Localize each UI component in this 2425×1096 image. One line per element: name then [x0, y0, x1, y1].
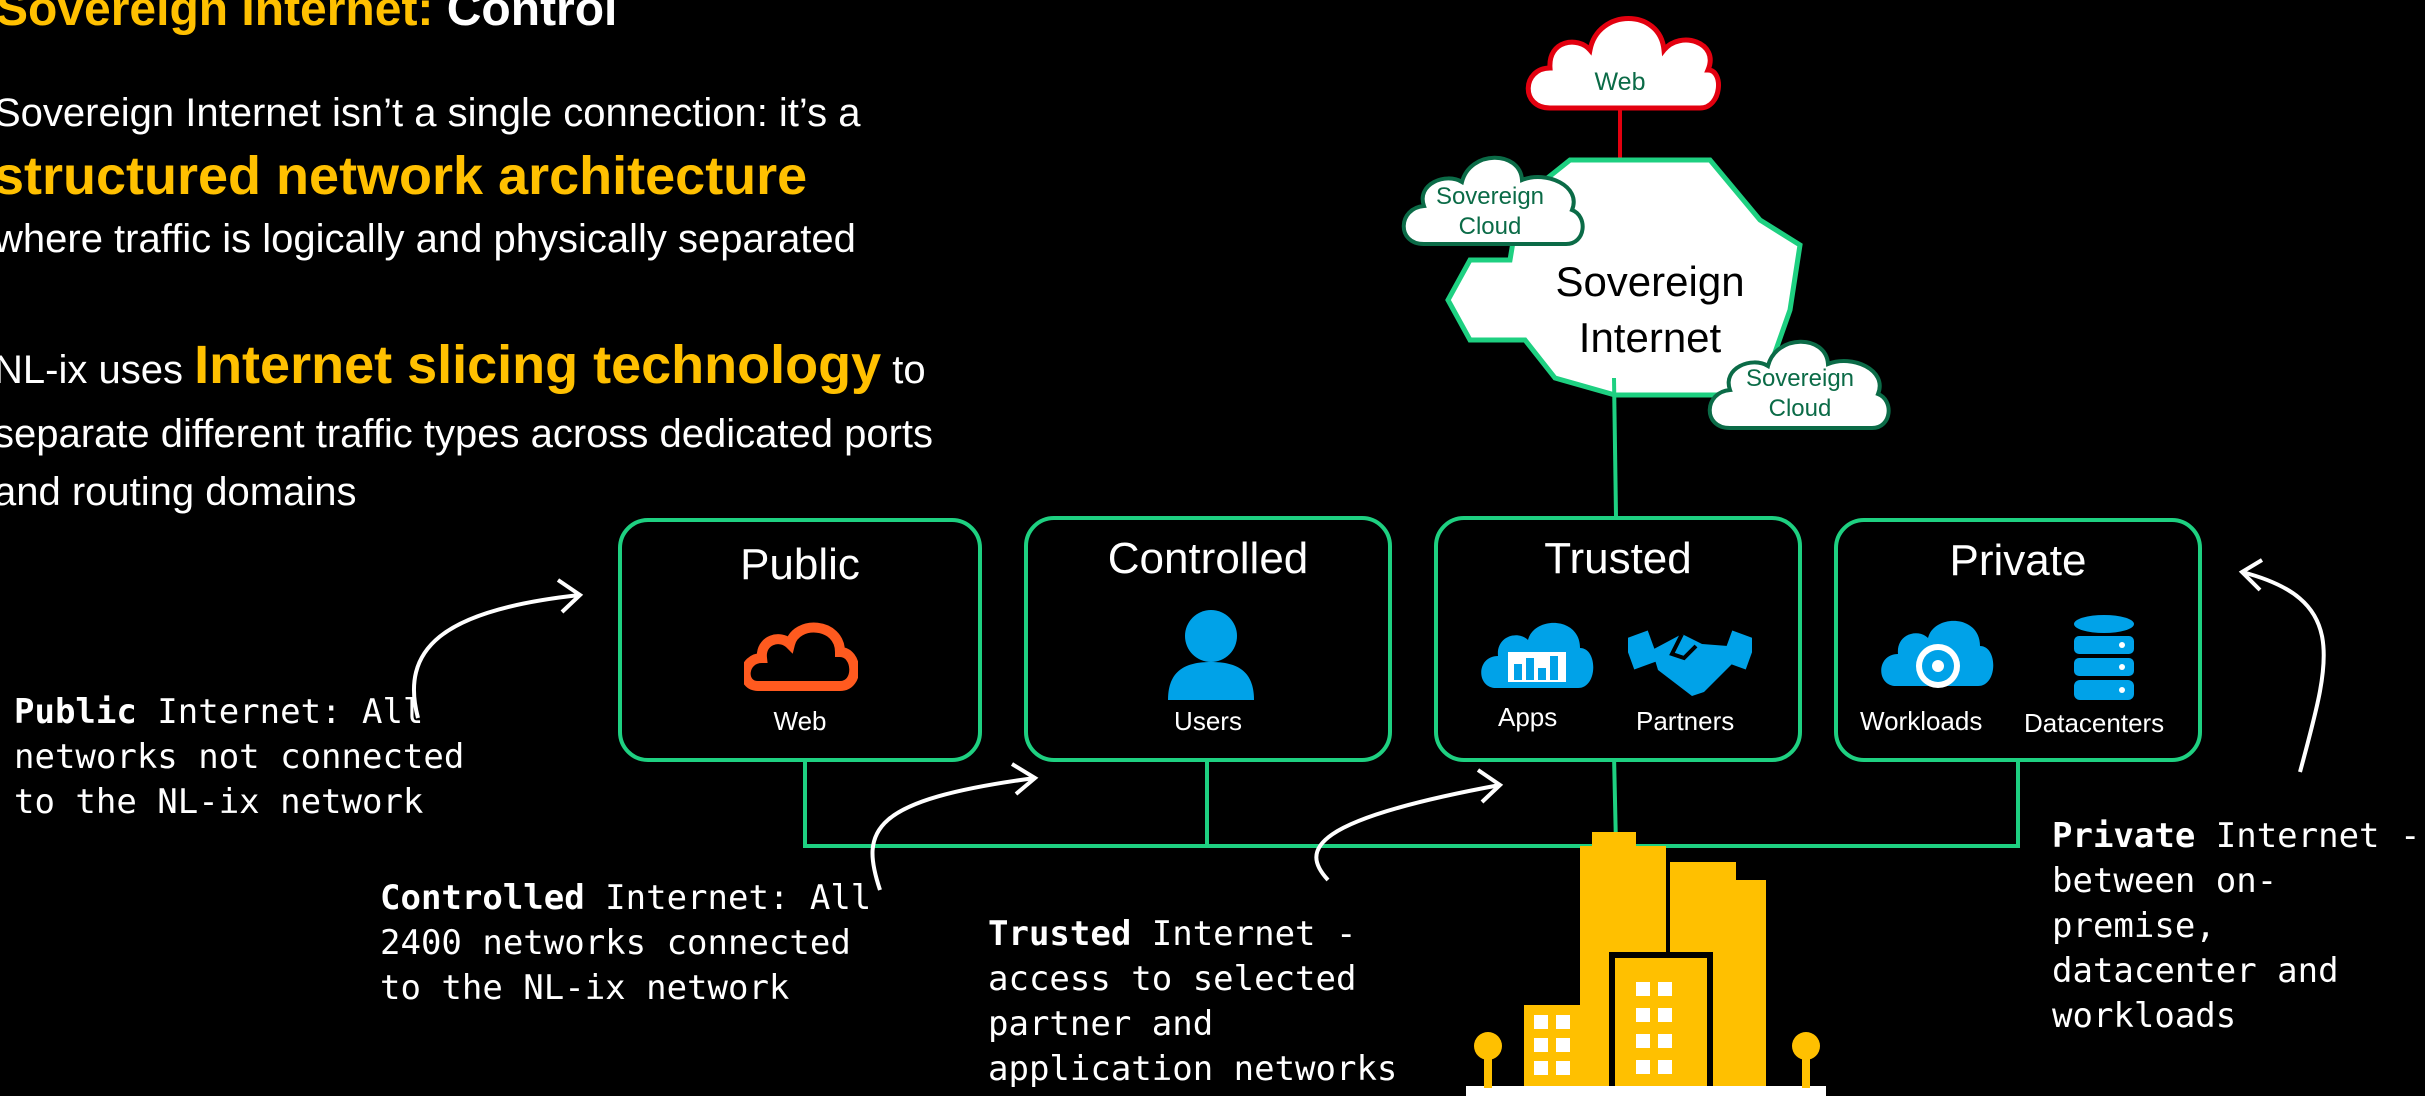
partners-icon-label: Partners: [1636, 706, 1735, 736]
private-arrow: [2241, 570, 2326, 773]
web-icon-label: Web: [773, 706, 827, 736]
web-cloud-shape: [1525, 16, 1721, 111]
apps-icon-label: Apps: [1498, 702, 1558, 732]
private-note-bold: Private: [2052, 816, 2196, 856]
apps-cloud-icon: [1481, 622, 1594, 688]
intro-line-1: Sovereign Internet isn’t a single connec…: [0, 91, 861, 135]
workloads-icon-label: Workloads: [1860, 706, 1983, 736]
sovereign-internet-line-1: Sovereign: [1555, 258, 1745, 305]
trusted-arrow: [1314, 783, 1501, 882]
sovereign-cloud-b-line-2: Cloud: [1768, 395, 1832, 422]
trusted-box: Trusted Apps Partners: [1434, 516, 1802, 762]
page-title: Sovereign Internet: Control: [0, 0, 617, 37]
trusted-note-l4: application networks: [988, 1049, 1398, 1089]
public-box: Public Web: [618, 518, 982, 762]
slicing-suffix: to: [881, 348, 926, 392]
slicing-line-3: and routing domains: [0, 470, 357, 514]
public-note-bold: Public: [14, 692, 137, 732]
private-box: Private Workloads Datacenters: [1834, 518, 2202, 762]
public-arrow: [412, 593, 581, 719]
public-title: Public: [740, 540, 860, 589]
private-note-l3: premise,: [2052, 906, 2216, 946]
sovereign-internet-line-2: Internet: [1578, 314, 1722, 361]
public-note-l3: to the NL-ix network: [14, 782, 424, 822]
city-icon: [1466, 832, 1826, 1096]
intro-emphasis: structured network architecture: [0, 146, 808, 206]
sovereign-cloud-b-label: Sovereign Cloud: [1730, 364, 1870, 424]
controlled-note-l3: to the NL-ix network: [380, 968, 790, 1008]
private-note-l5: workloads: [2052, 996, 2237, 1036]
private-note-l1: Internet -: [2195, 816, 2421, 856]
title-highlight: Sovereign Internet:: [0, 0, 434, 36]
controlled-note-bold: Controlled: [380, 878, 585, 918]
trusted-title: Trusted: [1544, 534, 1692, 583]
controlled-box: Controlled Users: [1024, 516, 1392, 762]
sovereign-internet-label: Sovereign Internet: [1520, 254, 1780, 366]
database-icon: [2074, 615, 2134, 700]
trusted-note: Trusted Internet - access to selected pa…: [988, 912, 1397, 1092]
bus-line: [803, 755, 2020, 848]
private-note-l4: datacenter and: [2052, 951, 2339, 991]
handshake-icon: [1628, 630, 1752, 696]
web-cloud-label: Web: [1594, 68, 1646, 96]
private-note: Private Internet - between on- premise, …: [2052, 814, 2420, 1039]
slicing-text: NL-ix uses Internet slicing technology t…: [0, 330, 933, 521]
public-note-l1: Internet: All: [136, 692, 424, 732]
private-note-l2: between on-: [2052, 861, 2278, 901]
trusted-note-l3: partner and: [988, 1004, 1214, 1044]
controlled-title: Controlled: [1107, 534, 1309, 583]
trusted-note-bold: Trusted: [988, 914, 1132, 954]
slicing-emphasis: Internet slicing technology: [194, 335, 882, 395]
public-note-l2: networks not connected: [14, 737, 465, 777]
public-note: Public Internet: All networks not connec…: [14, 690, 464, 825]
slicing-line-2: separate different traffic types across …: [0, 412, 934, 456]
gear-cloud-icon: [1881, 620, 1994, 688]
user-icon: [1168, 610, 1254, 700]
sovereign-cloud-a-shape: [1401, 155, 1585, 246]
sovereign-cloud-a-line-2: Cloud: [1458, 213, 1522, 240]
slicing-prefix: NL-ix uses: [0, 348, 195, 392]
users-icon-label: Users: [1174, 706, 1242, 736]
controlled-note-l2: 2400 networks connected: [380, 923, 851, 963]
intro-line-3: where traffic is logically and physicall…: [0, 217, 856, 261]
sovereign-cloud-b-line-1: Sovereign: [1745, 365, 1855, 392]
intro-text: Sovereign Internet isn’t a single connec…: [0, 84, 860, 268]
sovereign-cloud-b-shape: [1707, 339, 1891, 430]
controlled-arrow: [870, 776, 1036, 891]
web-cloud-icon: [744, 622, 858, 691]
trusted-note-l1: Internet -: [1131, 914, 1357, 954]
private-title: Private: [1949, 536, 2087, 585]
controlled-note-l1: Internet: All: [584, 878, 872, 918]
title-rest: Control: [433, 0, 618, 36]
sovereign-cloud-a-label: Sovereign Cloud: [1420, 182, 1560, 242]
datacenters-icon-label: Datacenters: [2024, 708, 2165, 738]
sovereign-cloud-a-line-1: Sovereign: [1435, 183, 1545, 210]
controlled-note: Controlled Internet: All 2400 networks c…: [380, 876, 871, 1011]
trusted-note-l2: access to selected: [988, 959, 1357, 999]
